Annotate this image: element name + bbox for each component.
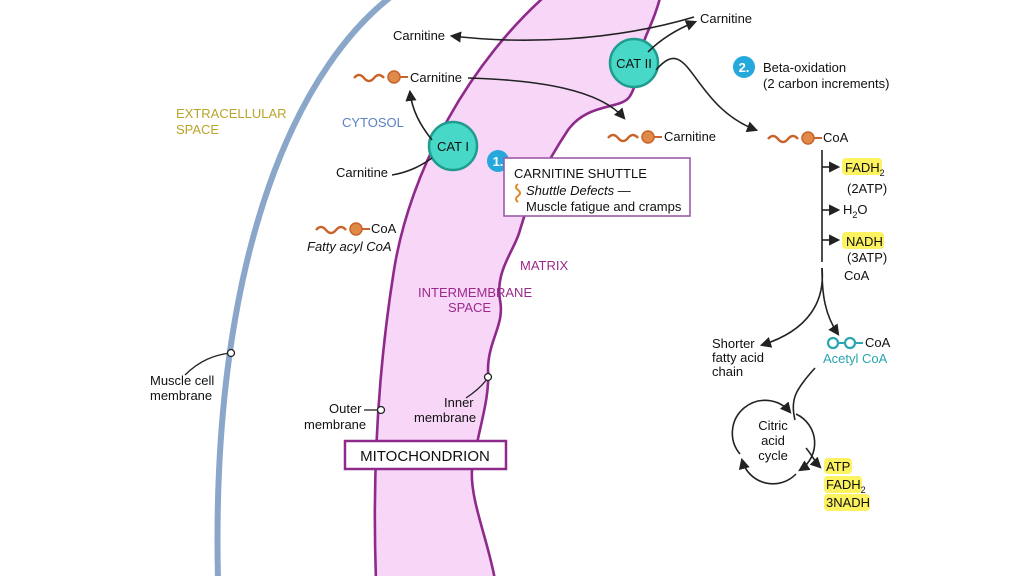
cat1-transporter: [427, 120, 479, 172]
cat2-transporter: [608, 37, 660, 89]
beta-oxidation-subtitle: (2 carbon increments): [763, 76, 889, 91]
mitochondrion-title: MITOCHONDRION: [360, 448, 490, 465]
membrane-pointer-dot: [226, 348, 236, 358]
thiolysis-coa-label: CoA: [844, 268, 870, 283]
extracellular-label-1: EXTRACELLULAR: [176, 106, 287, 121]
muscle-cell-membrane-label-2: membrane: [150, 388, 212, 403]
extracellular-label-2: SPACE: [176, 122, 219, 137]
fatty-acyl-head: [349, 222, 363, 236]
shuttle-symptoms-text: Muscle fatigue and cramps: [526, 199, 682, 214]
acetyl-coa-carbon-1: [826, 336, 840, 350]
shuttle-step-number: 1.: [493, 154, 504, 169]
matrix-acyl-coa-squiggle: [767, 134, 799, 144]
muscle-cell-membrane-label-1: Muscle cell: [150, 373, 214, 388]
intermembrane-label-2: SPACE: [448, 300, 491, 315]
acyl-carnitine-matrix-squiggle: [607, 133, 639, 143]
outer-mitochondrial-membrane: [373, 0, 543, 576]
carnitine-cytosol-label: Carnitine: [336, 165, 388, 180]
acyl-carnitine-cytosol-squiggle: [353, 73, 385, 83]
cycle-atp-highlight: [824, 458, 852, 474]
nadh-label: NADH: [846, 234, 883, 249]
fatty-acyl-chain-squiggle: [315, 225, 347, 235]
shuttle-defects-text: Shuttle Defects —: [526, 183, 632, 198]
shuttle-title: CARNITINE SHUTTLE: [514, 166, 647, 181]
cytosol-label: CYTOSOL: [342, 115, 404, 130]
cycle-atp-label: ATP: [826, 459, 850, 474]
shorter-chain-label-3: chain: [712, 364, 743, 379]
outer-membrane-label-2: membrane: [304, 417, 366, 432]
beta-oxidation-title: Beta-oxidation: [763, 60, 846, 75]
matrix-label: MATRIX: [520, 258, 568, 273]
cycle-fadh-highlight: [824, 476, 862, 493]
cycle-fadh-label: FADH2: [826, 477, 866, 495]
citric-cycle-label-3: cycle: [758, 448, 788, 463]
citric-cycle-label-2: acid: [761, 433, 785, 448]
cat2-label: CAT II: [616, 56, 652, 71]
fatty-acyl-coa-label: Fatty acyl CoA: [307, 239, 392, 254]
fatty-acyl-coa-tag: CoA: [371, 221, 397, 236]
carnitine-matrix-exit-label: Carnitine: [700, 11, 752, 26]
outer-membrane-pointer-dot: [376, 405, 386, 415]
acetyl-coa-tag: CoA: [865, 335, 891, 350]
cat1-label: CAT I: [437, 139, 469, 154]
fadh-highlight: [842, 158, 882, 175]
nadh-atp-label: (3ATP): [847, 250, 887, 265]
cycle-nadh-highlight: [824, 494, 870, 511]
acyl-carnitine-matrix-label: Carnitine: [664, 129, 716, 144]
water-label: H2O: [843, 202, 868, 220]
shorter-chain-label-1: Shorter: [712, 336, 755, 351]
matrix-acyl-coa-head: [801, 131, 815, 145]
shuttle-defect-icon: [515, 183, 521, 203]
citric-cycle-label-1: Citric: [758, 418, 788, 433]
inner-membrane-label-2: membrane: [414, 410, 476, 425]
fadh-atp-label: (2ATP): [847, 181, 887, 196]
nadh-highlight: [842, 232, 884, 249]
carnitine-top-label: Carnitine: [393, 28, 445, 43]
shorter-chain-label-2: fatty acid: [712, 350, 764, 365]
muscle-cell-membrane: [214, 0, 392, 576]
acyl-carnitine-matrix-head: [641, 130, 655, 144]
matrix-acyl-coa-label: CoA: [823, 130, 849, 145]
acetyl-coa-label: Acetyl CoA: [823, 351, 888, 366]
inner-membrane-label-1: Inner: [444, 395, 474, 410]
shuttle-info-box: [503, 157, 691, 217]
intermembrane-label-1: INTERMEMBRANE: [418, 285, 532, 300]
acyl-carnitine-cytosol-label: Carnitine: [410, 70, 462, 85]
beta-oxidation-step-badge: [733, 56, 755, 78]
inner-membrane-pointer-dot: [483, 372, 493, 382]
cycle-nadh-label: 3NADH: [826, 495, 870, 510]
citric-acid-cycle: [731, 399, 816, 485]
mitochondrion-title-box: [343, 439, 508, 471]
outer-membrane-label-1: Outer: [329, 401, 362, 416]
acetyl-coa-carbon-2: [843, 336, 857, 350]
beta-oxidation-step-number: 2.: [739, 60, 750, 75]
acyl-carnitine-cytosol-head: [387, 70, 401, 84]
fadh-label: FADH2: [845, 160, 885, 178]
